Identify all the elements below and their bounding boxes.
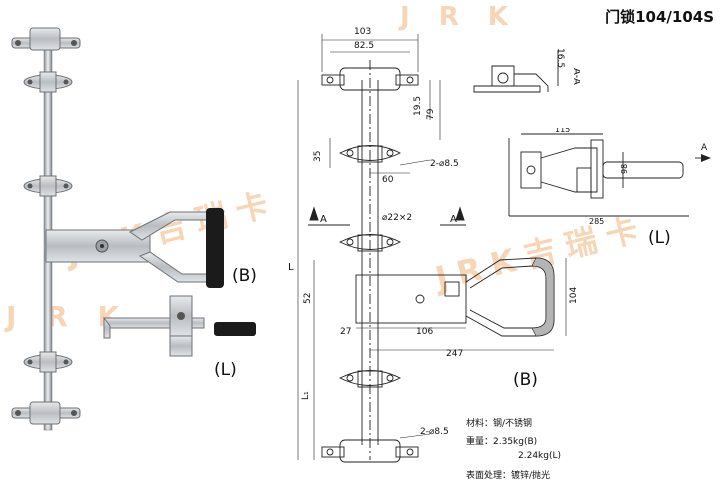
product-title: 门锁104/104S <box>605 8 714 26</box>
dim-27: 27 <box>340 327 351 337</box>
photo-handle-b <box>45 208 224 288</box>
photo-handle-l <box>103 295 256 357</box>
dim-35: 35 <box>313 151 323 162</box>
photo-bottom-cam <box>11 401 81 425</box>
dim-52: 52 <box>303 293 313 304</box>
dim-hole-1: 2-⌀8.5 <box>430 159 459 169</box>
dim-L1: L₁ <box>301 391 311 400</box>
photo-bracket-3 <box>23 351 73 373</box>
dim-247: 247 <box>446 349 463 359</box>
drawing-label-b: (B) <box>513 370 538 390</box>
dim-104: 104 <box>569 287 579 304</box>
spec-material: 材料：钢/不锈钢 <box>466 419 533 429</box>
photo-label-l: (L) <box>214 360 237 380</box>
dim-hole-2: 2-⌀8.5 <box>420 427 449 437</box>
dim-60: 60 <box>382 175 394 185</box>
section-a-left: A <box>320 214 327 225</box>
side-arrow <box>701 154 711 162</box>
section-aa-label: A-A <box>571 68 580 85</box>
dim-82-5: 82.5 <box>354 41 374 51</box>
dim-19-5: 19.5 <box>413 96 423 116</box>
spec-finish: 表面处理：镀锌/抛光 <box>466 471 551 481</box>
spec-weight-b: 重量：2.35kg(B) <box>466 437 538 447</box>
dim-106: 106 <box>416 327 433 337</box>
side-view-drawing: 115 98 285 A <box>508 128 711 226</box>
side-a-label: A <box>701 143 708 153</box>
dim-pipe: ⌀22×2 <box>382 213 412 223</box>
section-aa-drawing: 16.5 A-A <box>473 48 580 93</box>
drawing-label-l: (L) <box>648 228 671 248</box>
spec-weight-l: 2.24kg(L) <box>518 451 562 461</box>
dim-115: 115 <box>555 128 570 134</box>
photo-bracket-1 <box>23 71 73 93</box>
photo-label-b: (B) <box>232 266 257 286</box>
section-a-right: A <box>450 214 457 225</box>
photo-bracket-2 <box>23 175 73 197</box>
dim-103: 103 <box>354 27 371 37</box>
dim-98: 98 <box>620 164 629 174</box>
product-photo <box>11 27 256 431</box>
front-view-drawing: 103 82.5 19.5 79 35 2-⌀8.5 60 ⌀22×2 A A … <box>288 27 579 463</box>
photo-top-cam <box>11 27 81 51</box>
dim-285: 285 <box>589 217 604 226</box>
dim-79: 79 <box>426 108 436 120</box>
dim-L: L <box>288 262 294 273</box>
dim-16-5: 16.5 <box>555 48 565 68</box>
drawing-grip-b <box>531 257 555 337</box>
